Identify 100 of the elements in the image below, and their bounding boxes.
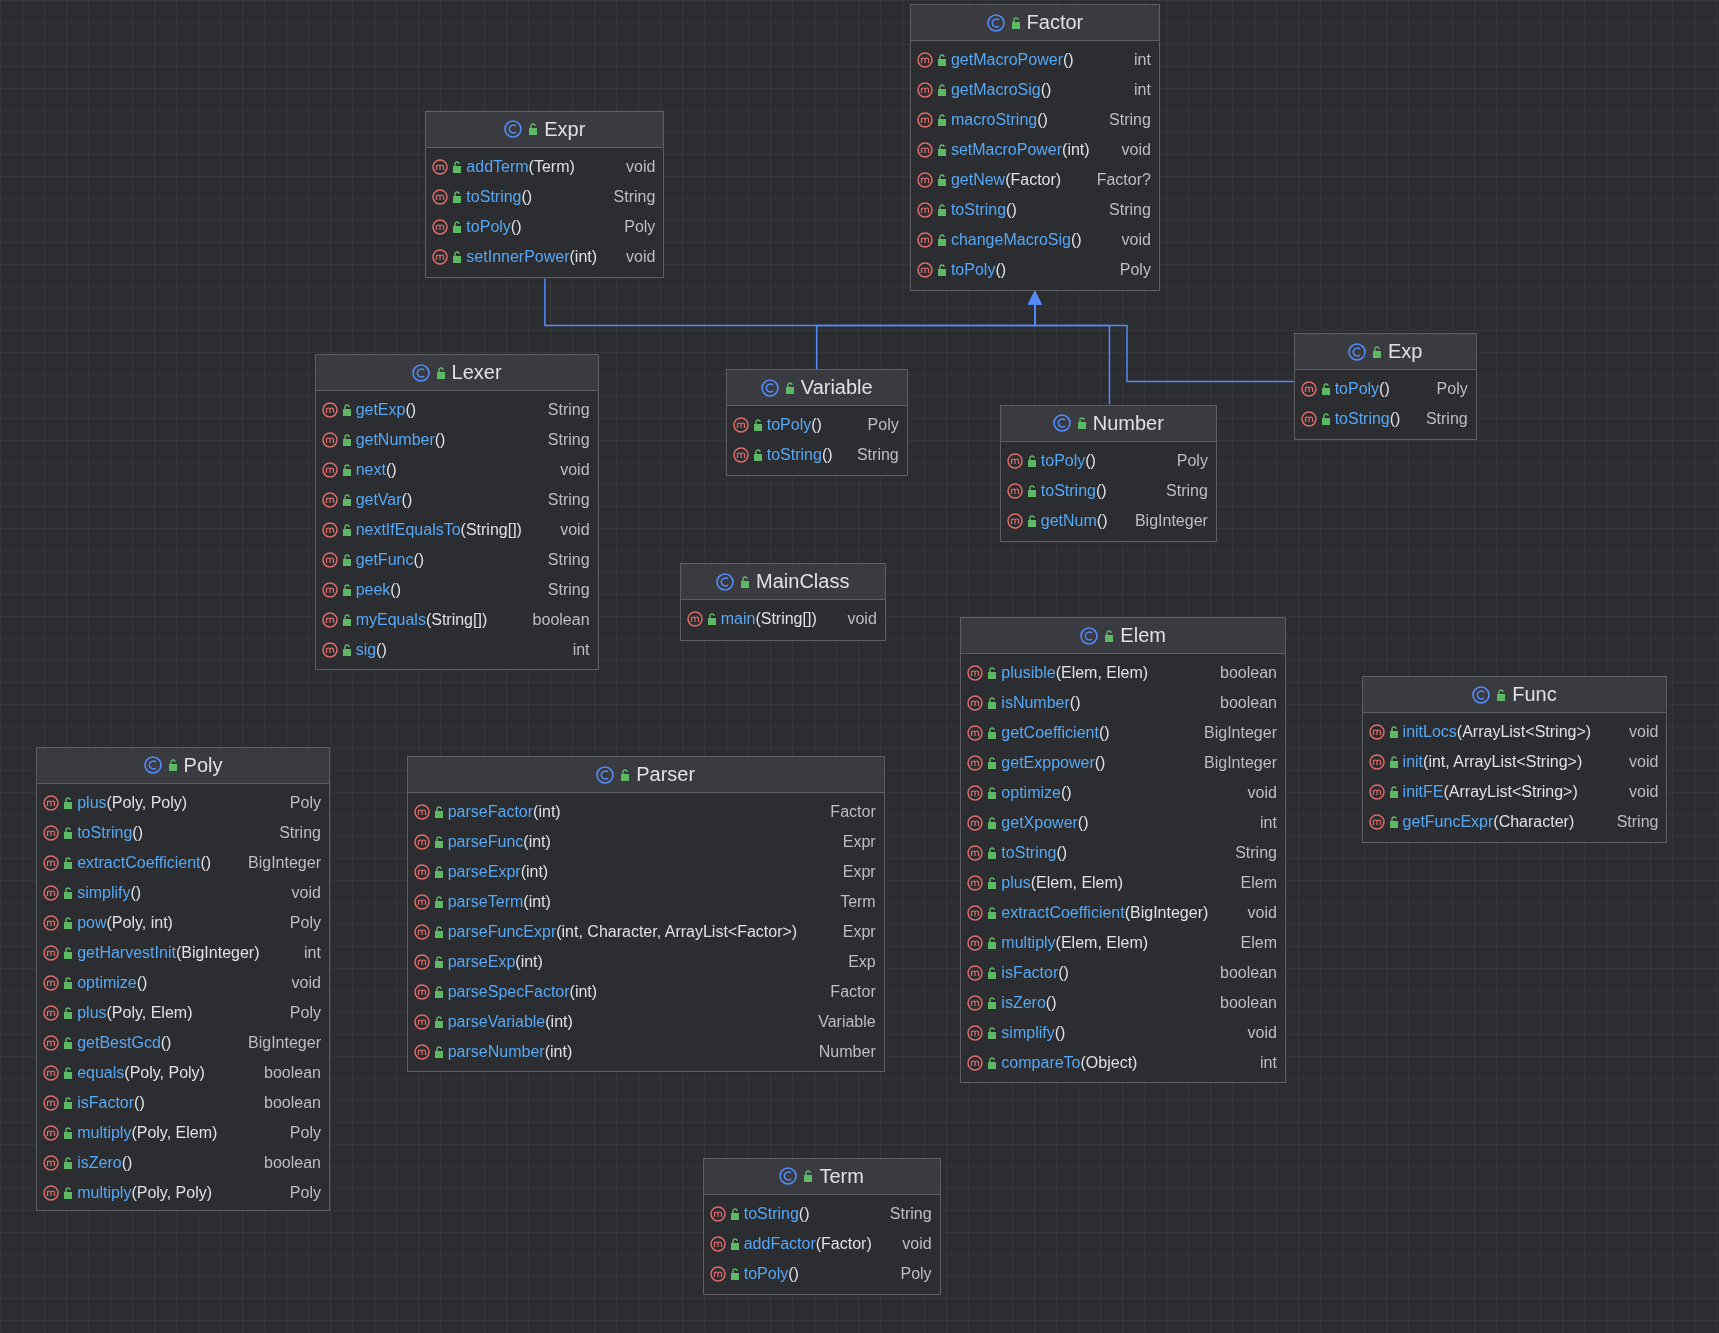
method-signature: getExp() <box>355 401 418 420</box>
method-signature: toString() <box>743 1204 811 1223</box>
method-signature: equals(Poly, Poly) <box>77 1063 206 1082</box>
method-signature: multiply(Poly, Elem) <box>77 1123 219 1142</box>
method-signature: initFE(ArrayList<String>) <box>1402 783 1579 802</box>
method-signature: getFuncExpr(Character) <box>1402 813 1576 832</box>
return-type: void <box>291 973 321 992</box>
method-signature: toString() <box>1334 410 1402 429</box>
method-signature: getBestGcd() <box>77 1033 173 1052</box>
method-signature: toPoly() <box>950 261 1008 280</box>
method-signature: plus(Elem, Elem) <box>1001 874 1125 893</box>
method-signature: plus(Poly, Poly) <box>77 793 189 812</box>
return-type: boolean <box>1220 694 1277 713</box>
class-name: Term <box>819 1164 864 1188</box>
return-type: int <box>1133 51 1151 70</box>
method-signature: toString() <box>766 446 834 465</box>
return-type: Expr <box>842 863 876 882</box>
method-signature: parseExp(int) <box>447 953 544 972</box>
return-type: String <box>547 491 590 510</box>
method-signature: parseFuncExpr(int, Character, ArrayList<Factor>) <box>447 923 799 942</box>
method-signature: toPoly() <box>743 1264 800 1283</box>
return-type: Poly <box>289 1123 321 1142</box>
class-name: Poly <box>183 753 223 777</box>
return-type: Poly <box>289 793 321 812</box>
return-type: void <box>560 461 590 480</box>
return-type: String <box>1109 111 1151 130</box>
method-signature: parseVariable(int) <box>447 1013 574 1032</box>
return-type: Factor <box>830 983 876 1002</box>
method-signature: parseSpecFactor(int) <box>447 983 599 1002</box>
return-type: boolean <box>1220 994 1277 1013</box>
return-type: String <box>1235 844 1277 863</box>
method-signature: toString() <box>77 823 144 842</box>
method-signature: compareTo(Object) <box>1001 1054 1139 1073</box>
method-signature: plusible(Elem, Elem) <box>1001 664 1150 683</box>
return-type: Poly <box>1119 261 1151 280</box>
class-box <box>406 756 885 1073</box>
method-signature: addFactor(Factor) <box>743 1234 873 1253</box>
return-type: BigInteger <box>248 1033 321 1052</box>
return-type: Factor <box>830 803 876 822</box>
class-name: Parser <box>636 763 696 787</box>
method-signature: getNew(Factor) <box>950 171 1063 190</box>
method-signature: parseFunc(int) <box>447 833 552 852</box>
return-type: String <box>1425 410 1468 429</box>
return-type: Factor? <box>1096 171 1151 190</box>
return-type: boolean <box>1220 964 1277 983</box>
return-type: int <box>304 943 321 962</box>
method-signature: setInnerPower(int) <box>466 247 599 266</box>
return-type: void <box>902 1234 932 1253</box>
method-signature: getMacroPower() <box>950 51 1075 70</box>
class-box <box>702 1157 941 1295</box>
class-box <box>1293 333 1477 440</box>
return-type: String <box>547 431 590 450</box>
method-signature: addTerm(Term) <box>466 157 576 176</box>
class-name: Elem <box>1120 624 1166 648</box>
method-signature: optimize() <box>1001 784 1073 803</box>
return-type: int <box>572 641 590 660</box>
method-signature: isFactor() <box>77 1093 146 1112</box>
return-type: Poly <box>289 1183 321 1202</box>
method-signature: parseNumber(int) <box>447 1043 574 1062</box>
method-signature: toString() <box>950 201 1018 220</box>
method-signature: main(String[]) <box>720 610 818 629</box>
method-signature: setMacroPower(int) <box>950 141 1091 160</box>
method-signature: parseExpr(int) <box>447 863 550 882</box>
class-name: Expr <box>544 117 586 141</box>
method-signature: getFunc() <box>355 551 426 570</box>
return-type: void <box>1121 141 1151 160</box>
return-type: String <box>856 446 899 465</box>
method-signature: myEquals(String[]) <box>355 611 489 630</box>
method-signature: toString() <box>466 187 534 206</box>
return-type: boolean <box>264 1153 321 1172</box>
return-type: BigInteger <box>248 853 321 872</box>
method-signature: toString() <box>1040 481 1108 500</box>
return-type: String <box>547 551 590 570</box>
return-type: BigInteger <box>1204 754 1277 773</box>
return-type: String <box>279 823 321 842</box>
method-signature: peek() <box>355 581 402 600</box>
method-signature: multiply(Poly, Poly) <box>77 1183 213 1202</box>
return-type: int <box>1260 814 1277 833</box>
return-type: Exp <box>848 953 876 972</box>
method-signature: next() <box>355 461 398 480</box>
return-type: Poly <box>624 217 656 236</box>
method-signature: macroString() <box>950 111 1049 130</box>
return-type: void <box>1247 784 1277 803</box>
return-type: boolean <box>1220 664 1277 683</box>
method-signature: multiply(Elem, Elem) <box>1001 934 1150 953</box>
return-type: String <box>547 581 590 600</box>
return-type: int <box>1260 1054 1277 1073</box>
return-type: Poly <box>867 416 899 435</box>
return-type: String <box>547 401 590 420</box>
return-type: Elem <box>1240 874 1277 893</box>
method-signature: getNum() <box>1040 511 1109 530</box>
return-type: Term <box>840 893 876 912</box>
return-type: boolean <box>532 611 590 630</box>
method-signature: init(int, ArrayList<String>) <box>1402 753 1584 772</box>
method-signature: nextIfEqualsTo(String[]) <box>355 521 523 540</box>
method-signature: extractCoefficient(BigInteger) <box>1001 904 1210 923</box>
method-signature: toPoly() <box>1040 451 1097 470</box>
method-signature: toPoly() <box>766 416 823 435</box>
method-signature: isZero() <box>77 1153 134 1172</box>
return-type: void <box>1247 1024 1277 1043</box>
